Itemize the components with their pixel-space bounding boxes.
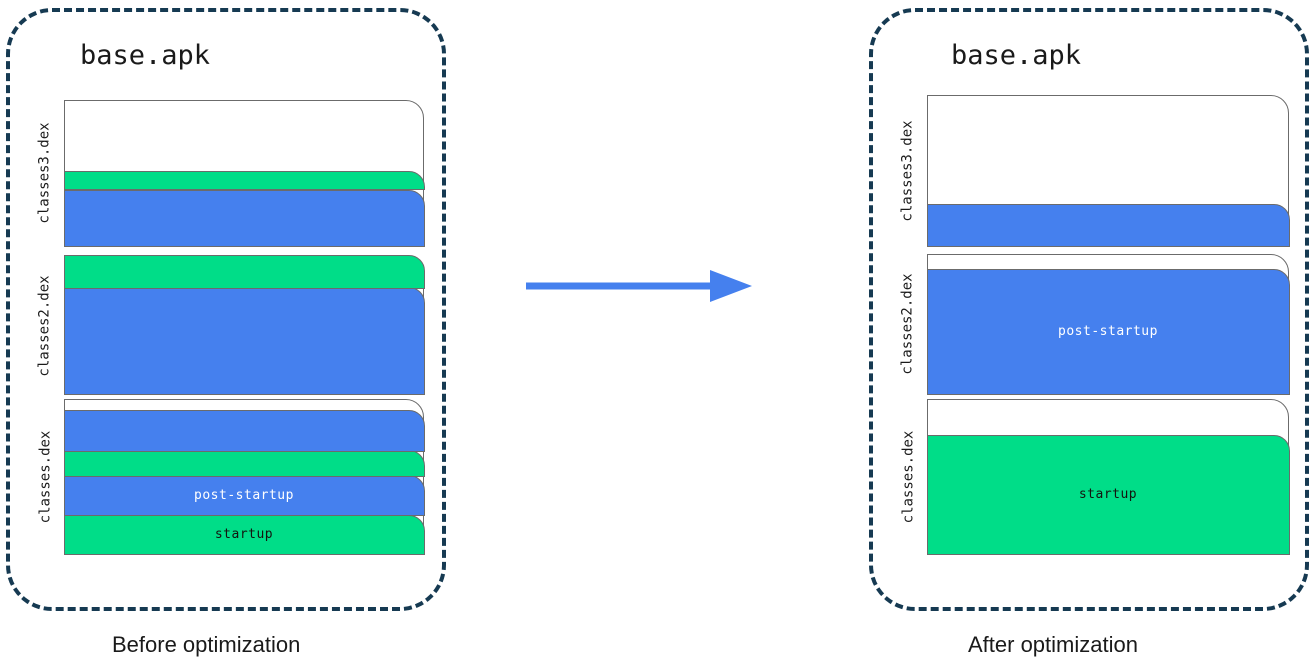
- segment-before-classes2-green[interactable]: [63, 255, 425, 289]
- segment-before-classes-green-2[interactable]: [63, 450, 425, 477]
- apk-title-after: base.apk: [951, 40, 1082, 71]
- segment-before-classes2-blue[interactable]: [63, 286, 425, 395]
- dex-label-text: classes3.dex: [900, 119, 916, 222]
- dex-label-text: classes2.dex: [37, 275, 53, 377]
- dex-group-before-classes2: classes2.dex: [34, 255, 425, 395]
- segment-before-classes-post-startup[interactable]: post-startup: [63, 475, 425, 516]
- segment-label: startup: [1078, 487, 1138, 502]
- segment-after-classes-startup[interactable]: startup: [926, 434, 1290, 555]
- caption-before: Before optimization: [112, 632, 301, 657]
- dex-label-text: classes3.dex: [37, 122, 53, 224]
- dex-group-before-classes: classes.dex startup post-startup: [34, 399, 425, 555]
- dex-label-after-classes3: classes3.dex: [897, 95, 919, 246]
- segment-before-classes-blue-2[interactable]: [63, 410, 425, 452]
- dex-group-before-classes3: classes3.dex: [34, 100, 425, 247]
- dex-group-after-classes3: classes3.dex: [897, 95, 1290, 247]
- dex-box-after-classes: startup: [926, 399, 1290, 555]
- dex-label-after-classes2: classes2.dex: [897, 254, 919, 394]
- segment-label: post-startup: [1058, 324, 1158, 339]
- dex-label-before-classes3: classes3.dex: [34, 100, 56, 246]
- segment-after-classes2-post-startup[interactable]: post-startup: [926, 268, 1290, 395]
- dex-group-after-classes2: classes2.dex post-startup: [897, 254, 1290, 395]
- segment-label: post-startup: [194, 488, 294, 503]
- dex-label-text: classes.dex: [37, 430, 53, 523]
- dex-label-text: classes.dex: [900, 430, 916, 523]
- transform-arrow: [524, 268, 754, 304]
- segment-before-classes3-green[interactable]: [63, 171, 425, 190]
- segment-after-classes3-blue[interactable]: [926, 203, 1290, 247]
- dex-box-after-classes3: [926, 95, 1290, 247]
- segment-label: startup: [214, 527, 274, 542]
- segment-before-classes-startup[interactable]: startup: [63, 514, 425, 555]
- dex-group-after-classes: classes.dex startup: [897, 399, 1290, 555]
- dex-box-before-classes2: [63, 255, 425, 395]
- dex-box-before-classes3: [63, 100, 425, 247]
- caption-after: After optimization: [968, 632, 1138, 657]
- dex-box-after-classes2: post-startup: [926, 254, 1290, 395]
- apk-title-before: base.apk: [80, 40, 211, 71]
- right-arrow-icon: [526, 270, 752, 302]
- dex-label-before-classes2: classes2.dex: [34, 258, 56, 394]
- dex-box-before-classes: startup post-startup: [63, 399, 425, 555]
- dex-label-text: classes2.dex: [900, 273, 916, 375]
- dex-label-after-classes: classes.dex: [897, 399, 919, 554]
- dex-label-before-classes: classes.dex: [34, 399, 56, 554]
- segment-before-classes3-blue[interactable]: [63, 189, 425, 247]
